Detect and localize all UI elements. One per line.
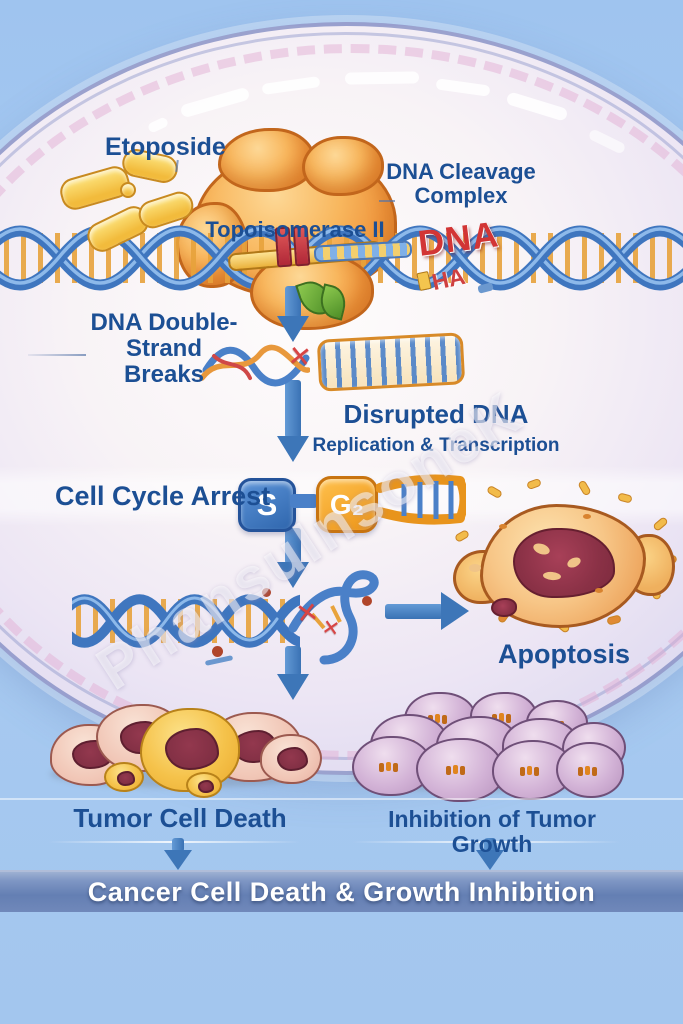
cell-cycle-arrest-label: Cell Cycle Arrest — [55, 481, 271, 511]
phase-g2-badge: G₂ — [316, 476, 378, 533]
dna-debris-dot — [362, 596, 372, 606]
break-x-icon: ✕ — [286, 339, 314, 374]
unwound-dna-loop — [288, 570, 379, 665]
outcome-arrow-left-head — [164, 850, 192, 870]
dna-cleavage-line1: DNA Cleavage — [386, 159, 536, 184]
topoisomerase-blob-lobe — [218, 128, 316, 192]
flow-arrow-right — [385, 604, 443, 619]
membrane-highlight — [344, 71, 420, 85]
broken-dna-fragment-left — [199, 344, 310, 387]
inhibited-tumor-cell-cluster — [352, 692, 626, 802]
outcome-arrow-left — [172, 838, 184, 852]
outcome-arrow-right — [484, 838, 496, 852]
damaged-dna-helix — [72, 584, 300, 658]
summary-banner: Cancer Cell Death & Growth Inhibition — [0, 870, 683, 912]
cell-membrane-dashed — [0, 44, 683, 760]
flow-arrow-down — [285, 646, 301, 676]
disruption-line2: Replication & Transcription — [312, 435, 560, 457]
disruption-label: Disrupted DNA Replication & Transcriptio… — [308, 400, 564, 457]
flow-arrow-down-head — [277, 562, 309, 588]
apoptotic-cell — [453, 477, 679, 647]
row-divider-line — [0, 798, 683, 800]
phase-connector — [290, 494, 318, 508]
dsb-leader-line — [28, 354, 86, 356]
topoisomerase-label: Topoisomerase II — [205, 217, 385, 242]
apoptosis-label: Apoptosis — [498, 639, 630, 669]
flow-arrow-down — [285, 528, 301, 564]
broken-dna-fragment-right — [316, 332, 466, 392]
outcome-arrow-right-head — [476, 850, 504, 870]
dsb-line1: DNA Double-Strand — [90, 309, 238, 362]
tumor-cell-death-label: Tumor Cell Death — [73, 803, 287, 833]
inhibition-label: Inhibition of Tumor Growth — [388, 806, 596, 857]
flow-arrow-down-head — [277, 436, 309, 462]
dna-debris-dot — [212, 646, 223, 657]
dna-debris-dot — [262, 588, 271, 597]
dna-cleavage-line2: Complex — [414, 182, 508, 208]
dna-cleavage-complex-label: DNA Cleavage Complex — [375, 160, 547, 208]
dsb-line2: Breaks — [123, 360, 205, 388]
dsb-label: DNA Double-Strand Breaks — [58, 310, 270, 388]
flow-arrow-down-head — [277, 674, 309, 700]
etoposide-granule — [120, 182, 136, 198]
topoisomerase-blob-lobe — [302, 136, 384, 196]
disruption-line1: Disrupted DNA — [343, 399, 529, 429]
break-x-icon: ✕ — [293, 596, 321, 630]
complex-leader-line — [379, 200, 395, 202]
etoposide-label: Etoposide — [105, 133, 226, 161]
flow-arrow-down-head — [277, 316, 309, 342]
dying-tumor-cell-cluster — [48, 698, 322, 798]
chromosome-icon — [376, 474, 466, 525]
flow-arrow-down — [285, 380, 301, 438]
phase-s-badge: S — [238, 478, 296, 532]
